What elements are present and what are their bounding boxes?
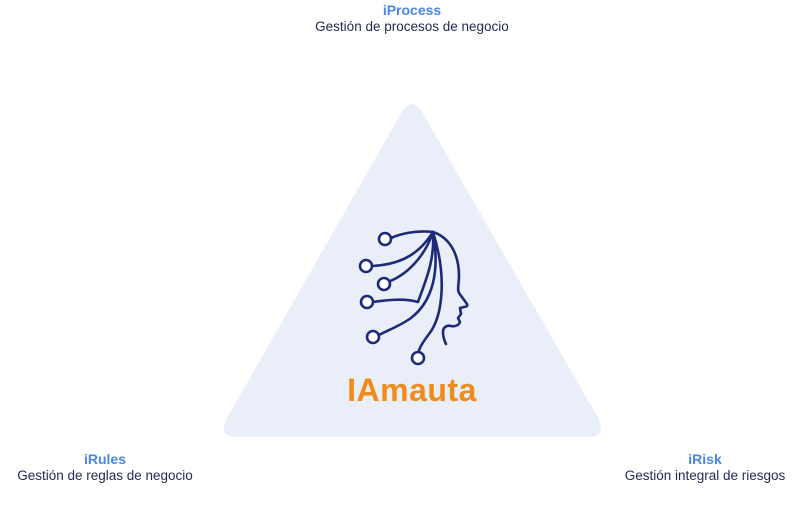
ai-head-circuit-icon: [358, 230, 469, 366]
node-subtitle: Gestión de procesos de negocio: [315, 18, 509, 34]
node-iprocess: iProcess Gestión de procesos de negocio: [262, 2, 562, 35]
node-irisk: iRisk Gestión integral de riesgos: [610, 451, 800, 484]
node-subtitle: Gestión de reglas de negocio: [17, 467, 193, 483]
brand-name: IAmauta: [347, 372, 477, 408]
node-irules: iRules Gestión de reglas de negocio: [5, 451, 205, 484]
node-title: iRules: [83, 451, 126, 467]
node-subtitle: Gestión integral de riesgos: [624, 467, 786, 483]
node-title: iProcess: [382, 2, 442, 18]
node-title: iRisk: [688, 451, 722, 467]
